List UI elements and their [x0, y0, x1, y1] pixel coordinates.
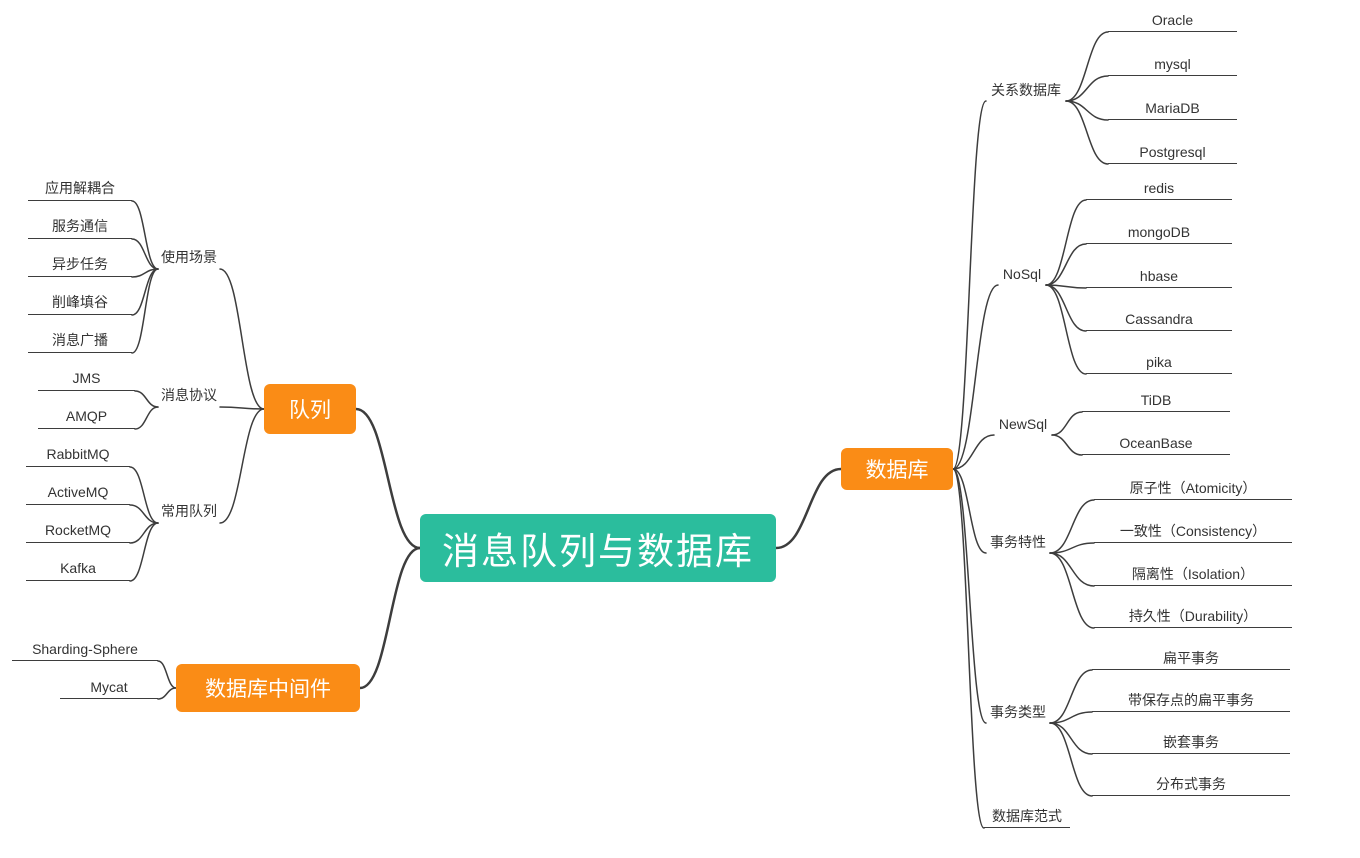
connector-line [131, 238, 159, 270]
leaf-topic-peak[interactable]: 削峰填谷 [28, 290, 132, 315]
connector-line [219, 268, 265, 410]
leaf-topic-redis[interactable]: redis [1086, 176, 1232, 200]
leaf-topic-rocketmq[interactable]: RocketMQ [26, 518, 130, 543]
leaf-topic-mysql[interactable]: mysql [1108, 52, 1237, 76]
connector-line [1051, 434, 1083, 456]
connector-line [1051, 411, 1083, 436]
connector-line [1045, 284, 1087, 289]
connector-line [1049, 542, 1095, 554]
leaf-topic-normal[interactable]: 数据库范式 [984, 804, 1070, 828]
branch-topic-dbmw[interactable]: 数据库中间件 [176, 664, 360, 712]
leaf-topic-consistency[interactable]: 一致性（Consistency） [1094, 519, 1292, 543]
connector-line [1065, 75, 1109, 102]
connector-line [952, 468, 987, 724]
branch-topic-db[interactable]: 数据库 [841, 448, 953, 490]
connector-line [219, 408, 265, 524]
group-label-common[interactable]: 常用队列 [161, 503, 217, 519]
connector-line [1049, 669, 1093, 724]
connector-line [1049, 499, 1095, 554]
connector-line [1049, 552, 1095, 629]
connector-line [157, 660, 177, 689]
leaf-topic-kafka[interactable]: Kafka [26, 556, 130, 581]
leaf-topic-broadcast[interactable]: 消息广播 [28, 328, 132, 353]
connector-line [131, 268, 159, 354]
leaf-topic-jms[interactable]: JMS [38, 366, 135, 391]
leaf-topic-flat[interactable]: 扁平事务 [1092, 646, 1290, 670]
connector-line [134, 406, 159, 430]
group-label-rel[interactable]: 关系数据库 [991, 82, 1061, 98]
group-label-scene[interactable]: 使用场景 [161, 249, 217, 265]
connector-line [157, 687, 177, 700]
leaf-topic-activemq[interactable]: ActiveMQ [26, 480, 130, 505]
leaf-topic-mycat[interactable]: Mycat [60, 675, 158, 699]
connector-line [1049, 722, 1093, 755]
leaf-topic-oceanbase[interactable]: OceanBase [1082, 431, 1230, 455]
leaf-topic-oracle[interactable]: Oracle [1108, 8, 1237, 32]
connector-line [1049, 711, 1093, 724]
leaf-topic-rabbitmq[interactable]: RabbitMQ [26, 442, 130, 467]
connector-line [1045, 243, 1087, 286]
leaf-topic-flatsave[interactable]: 带保存点的扁平事务 [1092, 688, 1290, 712]
connector-line [774, 467, 843, 550]
leaf-topic-comm[interactable]: 服务通信 [28, 214, 132, 239]
connector-line [129, 466, 159, 524]
leaf-topic-decouple[interactable]: 应用解耦合 [28, 176, 132, 201]
leaf-topic-atomicity[interactable]: 原子性（Atomicity） [1094, 476, 1292, 500]
leaf-topic-isolation[interactable]: 隔离性（Isolation） [1094, 562, 1292, 586]
connector-line [219, 406, 265, 410]
connector-line [1065, 100, 1109, 165]
connector-line [134, 390, 159, 408]
connector-line [1045, 199, 1087, 286]
connector-line [952, 100, 987, 470]
connector-line [131, 268, 159, 278]
group-label-txtype[interactable]: 事务类型 [990, 704, 1046, 720]
leaf-topic-distributed[interactable]: 分布式事务 [1092, 772, 1290, 796]
connector-line [1045, 284, 1087, 332]
group-label-nosql[interactable]: NoSql [1002, 266, 1042, 282]
leaf-topic-cassandra[interactable]: Cassandra [1086, 307, 1232, 331]
connector-line [129, 504, 159, 524]
connector-line [131, 268, 159, 316]
leaf-topic-durability[interactable]: 持久性（Durability） [1094, 604, 1292, 628]
leaf-topic-pika[interactable]: pika [1086, 350, 1232, 374]
connector-line [952, 468, 985, 829]
connector-line [129, 522, 159, 582]
leaf-topic-sharding[interactable]: Sharding-Sphere [12, 637, 158, 661]
leaf-topic-amqp[interactable]: AMQP [38, 404, 135, 429]
leaf-topic-nested[interactable]: 嵌套事务 [1092, 730, 1290, 754]
branch-topic-queue[interactable]: 队列 [264, 384, 356, 434]
group-label-newsql[interactable]: NewSql [998, 416, 1048, 432]
connector-line [358, 546, 422, 690]
connector-line [952, 434, 995, 470]
connector-line [131, 200, 159, 270]
connector-line [1065, 31, 1109, 102]
connector-line [1045, 284, 1087, 375]
group-label-txprop[interactable]: 事务特性 [990, 534, 1046, 550]
central-topic-central[interactable]: 消息队列与数据库 [420, 514, 776, 582]
connector-line [1049, 722, 1093, 797]
connector-line [952, 468, 987, 554]
group-label-proto[interactable]: 消息协议 [161, 387, 217, 403]
connector-line [354, 407, 422, 550]
connector-line [952, 284, 999, 470]
connector-line [129, 522, 159, 544]
leaf-topic-postgresql[interactable]: Postgresql [1108, 140, 1237, 164]
leaf-topic-mongodb[interactable]: mongoDB [1086, 220, 1232, 244]
connector-line [1049, 552, 1095, 587]
leaf-topic-tidb[interactable]: TiDB [1082, 388, 1230, 412]
leaf-topic-hbase[interactable]: hbase [1086, 264, 1232, 288]
leaf-topic-mariadb[interactable]: MariaDB [1108, 96, 1237, 120]
leaf-topic-async[interactable]: 异步任务 [28, 252, 132, 277]
connector-line [1065, 100, 1109, 121]
